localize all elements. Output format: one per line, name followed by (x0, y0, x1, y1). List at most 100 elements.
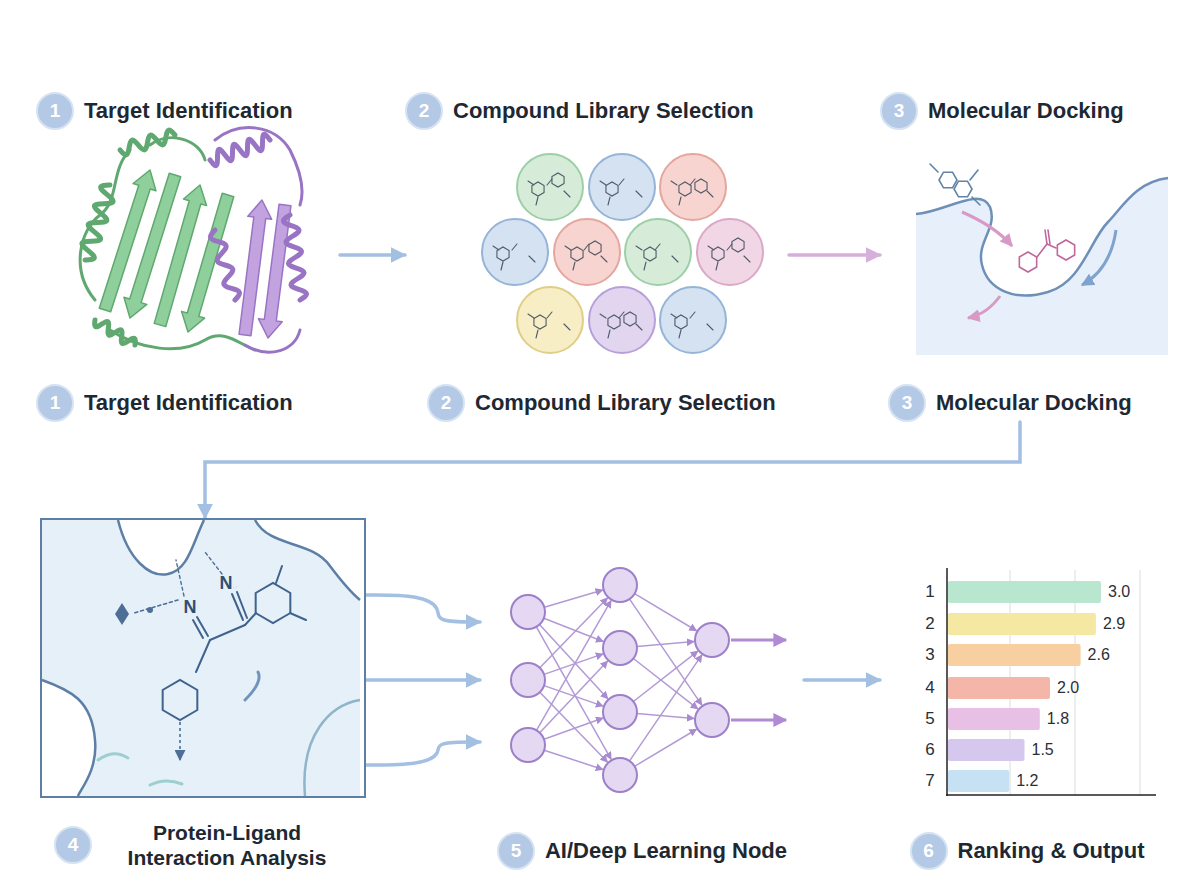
step-title: Target Identification (84, 390, 293, 416)
interaction-scene-part (150, 781, 182, 785)
label-holder: 2.0 (1057, 679, 1079, 697)
compound-circle (697, 219, 763, 285)
bond-line (176, 560, 184, 596)
step-heading: 3Molecular Docking (880, 92, 1174, 130)
docking-scene-part (916, 178, 1168, 296)
score-bar (948, 770, 1009, 792)
ring-bond (644, 247, 656, 261)
interaction-scene-part (245, 672, 259, 700)
score-value: 3.0 (1108, 583, 1130, 601)
ring-bond (256, 583, 291, 623)
bond-line (727, 244, 732, 250)
label-holder: 1.2 (1016, 772, 1038, 790)
score-value: 2.0 (1057, 679, 1079, 697)
score-bar (948, 613, 1096, 635)
rank-number: 4 (925, 678, 934, 698)
label-holder: 2.9 (1103, 615, 1125, 633)
bond-line (619, 179, 624, 185)
bond-line (1037, 244, 1047, 257)
bond-line (707, 191, 713, 197)
network-link (637, 713, 694, 718)
rank-number: 3 (925, 645, 934, 665)
bond-line (501, 262, 503, 270)
neuron (603, 758, 637, 792)
rank-number: 5 (925, 709, 934, 729)
ring-bond (679, 182, 691, 196)
bond-line (245, 613, 256, 625)
bond-line (547, 179, 552, 185)
ring-bond (534, 315, 546, 329)
score-bar (948, 581, 1101, 603)
bond-line (707, 324, 713, 330)
alpha-helix (210, 134, 270, 165)
bond-line (290, 613, 306, 620)
bond-line (601, 256, 607, 262)
interaction-scene-part (255, 520, 360, 600)
step-number: 2 (405, 92, 443, 130)
interaction-scene-part (304, 700, 360, 796)
bond-line (536, 330, 538, 338)
network-link (544, 718, 603, 739)
alpha-helix (211, 230, 240, 300)
bond-line (1047, 244, 1056, 248)
network-link (540, 661, 608, 733)
step-number: 2 (427, 384, 465, 422)
step-number: 3 (888, 384, 926, 422)
network-link (635, 594, 697, 631)
docking-scene (916, 143, 1168, 355)
bond-line (193, 620, 203, 638)
bond-line (679, 330, 681, 338)
docked-ligand (1019, 230, 1074, 272)
bond-line (619, 312, 624, 318)
network-link (630, 655, 702, 761)
network-link (536, 627, 611, 760)
interaction-frame (40, 518, 366, 798)
compound-circle (589, 287, 655, 353)
grid-line (1075, 570, 1076, 795)
label-holder: 3 (925, 645, 934, 665)
bond-line (972, 197, 980, 205)
label-holder: 2.6 (1088, 646, 1110, 664)
coil-loop (215, 128, 302, 205)
alpha-helix (95, 320, 136, 345)
step-title: Compound Library Selection (475, 390, 776, 416)
interaction-scene-part (98, 754, 128, 760)
ring-bond (712, 247, 724, 261)
bond-line (744, 256, 750, 262)
interaction-scene (42, 520, 360, 796)
ring-bond (608, 315, 620, 329)
score-bar (948, 677, 1050, 699)
step-heading: 1Target Identification (36, 92, 340, 130)
ring-bond (589, 241, 601, 255)
molecule-sketch (565, 241, 607, 270)
bond-line (237, 592, 247, 618)
label-holder: 3.0 (1108, 583, 1130, 601)
molecule-sketch (671, 179, 713, 205)
label-holder: N (220, 573, 233, 594)
ring-bond (675, 315, 687, 329)
score-value: 1.8 (1047, 710, 1069, 728)
compound-circle (482, 219, 548, 285)
bond-line (600, 314, 606, 318)
network-link (540, 598, 608, 668)
step-heading: 4Protein-Ligand Interaction Analysis (40, 820, 366, 870)
score-value: 2.9 (1103, 615, 1125, 633)
neuron (603, 631, 637, 665)
bond-line (232, 594, 243, 620)
step-title: Molecular Docking (936, 390, 1132, 416)
neuron (603, 695, 637, 729)
docked-ligand-part (1057, 240, 1074, 260)
free-ligand-part (939, 172, 957, 188)
step-number: 1 (36, 384, 74, 422)
bond-line (584, 244, 589, 250)
network-link (635, 729, 697, 766)
bond-line (716, 262, 718, 270)
bond-line (564, 324, 570, 330)
neuron (511, 595, 545, 629)
molecule-sketch (600, 312, 642, 338)
bond-line (1045, 230, 1047, 244)
bond-line (690, 179, 695, 185)
